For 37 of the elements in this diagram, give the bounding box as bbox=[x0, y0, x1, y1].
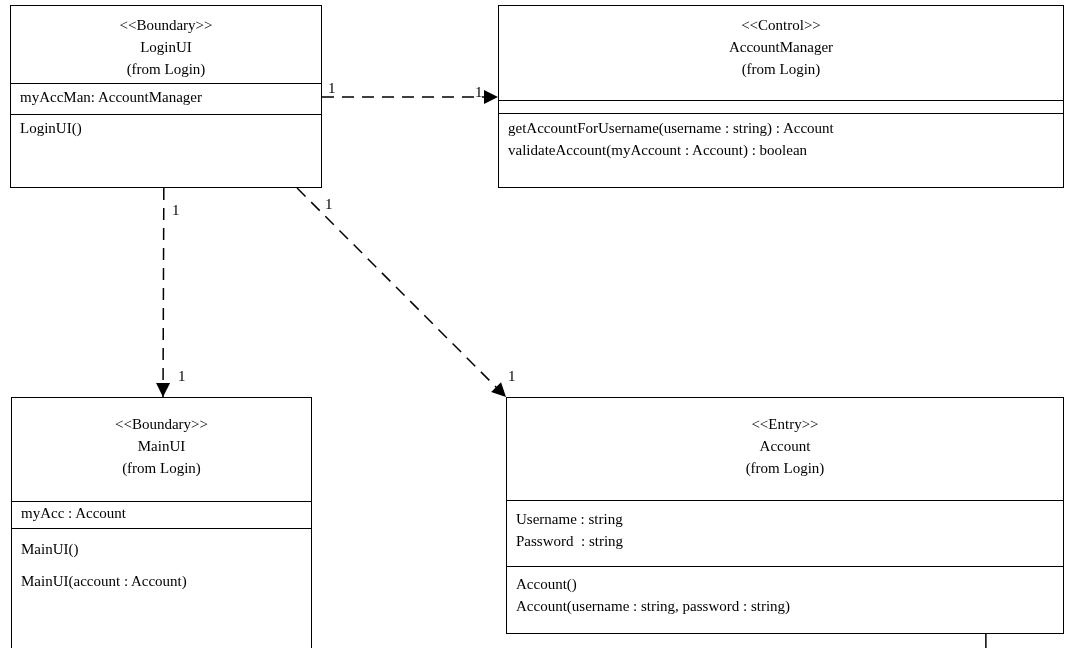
class-name: Account bbox=[758, 437, 812, 456]
attribute-text: myAcc : Account bbox=[21, 504, 127, 523]
package-label: (from Login) bbox=[744, 459, 826, 478]
multiplicity-label: 1 bbox=[172, 202, 180, 218]
class-name: MainUI bbox=[136, 437, 187, 456]
package-label: (from Login) bbox=[125, 60, 207, 79]
class-box bbox=[11, 397, 312, 648]
multiplicity-label: 1 bbox=[475, 84, 483, 100]
class-box bbox=[10, 5, 322, 188]
operation-text: getAccountForUsername(username : string) : Account bbox=[508, 119, 835, 138]
operation-text: MainUI() bbox=[21, 540, 80, 559]
class-box bbox=[498, 5, 1064, 188]
class-name: LoginUI bbox=[139, 38, 193, 57]
stereotype-label: <<Entry>> bbox=[750, 415, 820, 434]
multiplicity-label: 1 bbox=[325, 196, 333, 212]
connector-line bbox=[985, 633, 987, 648]
stereotype-label: <<Boundary>> bbox=[118, 16, 214, 35]
operation-text: Account() bbox=[516, 575, 578, 594]
attribute-text: myAccMan: AccountManager bbox=[20, 88, 204, 107]
multiplicity-label: 1 bbox=[328, 80, 336, 96]
class-name: AccountManager bbox=[727, 38, 835, 57]
operation-text: Account(username : string, password : string) bbox=[516, 597, 792, 616]
operation-text: MainUI(account : Account) bbox=[21, 572, 188, 591]
package-label: (from Login) bbox=[121, 459, 202, 478]
multiplicity-label: 1 bbox=[178, 368, 186, 384]
stereotype-label: <<Control>> bbox=[740, 16, 822, 35]
multiplicity-label: 1 bbox=[508, 368, 516, 384]
class-box bbox=[506, 397, 1064, 634]
package-label: (from Login) bbox=[740, 60, 822, 79]
attribute-text: Password : string bbox=[516, 532, 625, 551]
stereotype-label: <<Boundary>> bbox=[114, 415, 209, 434]
operation-text: LoginUI() bbox=[20, 119, 83, 138]
attribute-text: Username : string bbox=[516, 510, 624, 529]
dependency-arrow bbox=[156, 187, 171, 398]
operation-text: validateAccount(myAccount : Account) : boolean bbox=[508, 141, 809, 160]
dependency-arrow bbox=[321, 90, 499, 105]
dependency-arrow bbox=[296, 187, 507, 398]
